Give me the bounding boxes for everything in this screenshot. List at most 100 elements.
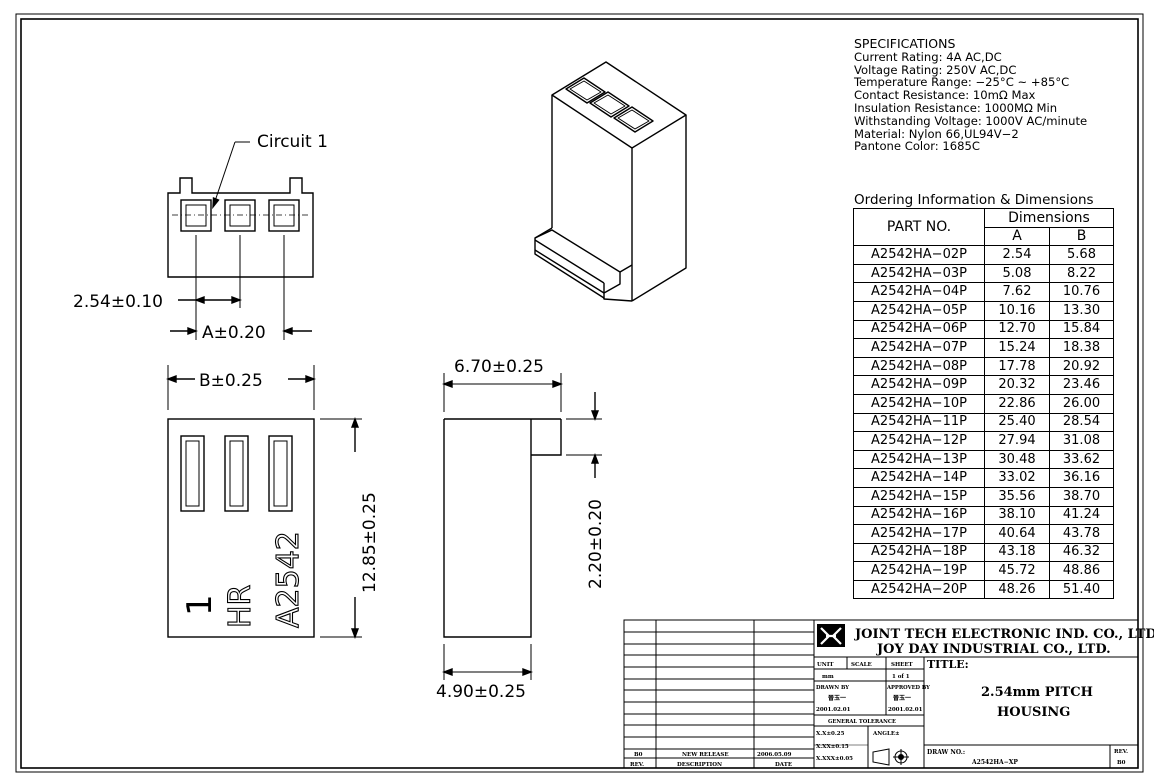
col-b: B <box>1049 226 1114 247</box>
dim-b-cell: 5.68 <box>1049 245 1114 265</box>
spec-line: Contact Resistance: 10mΩ Max <box>854 88 1036 103</box>
circuit-label: Circuit 1 <box>257 132 328 152</box>
drawn-date: 2001.02.01 <box>816 707 851 713</box>
height-dim-label: 12.85±0.25 <box>360 492 380 593</box>
title-line-1: 2.54mm PITCH <box>981 685 1093 700</box>
rev-header-date: DATE <box>775 762 792 768</box>
dim-a-cell: 15.24 <box>984 338 1050 358</box>
front-view <box>167 141 314 340</box>
spec-line: Current Rating: 4A AC,DC <box>854 49 1002 64</box>
part-no-cell: A2542HA−15P <box>853 486 985 507</box>
dim-b-cell: 18.38 <box>1049 338 1114 358</box>
dim-a-cell: 7.62 <box>984 282 1050 302</box>
dim-a-cell: 27.94 <box>984 431 1050 451</box>
a-dim-label: A±0.20 <box>202 323 266 343</box>
spec-line: Withstanding Voltage: 1000V AC/minute <box>854 113 1088 128</box>
dim-a-cell: 22.86 <box>984 393 1050 414</box>
dim-b-cell: 33.62 <box>1049 449 1114 470</box>
part-no-cell: A2542HA−12P <box>853 431 985 451</box>
outer-frame <box>15 13 1144 773</box>
dim-a-cell: 25.40 <box>984 412 1050 433</box>
dim-b-cell: 15.84 <box>1049 319 1114 340</box>
drawno-value: A2542HA−XP <box>971 759 1018 766</box>
dim-a-cell: 12.70 <box>984 319 1050 340</box>
dim-b-cell: 41.24 <box>1049 505 1114 526</box>
dim-b-cell: 48.86 <box>1049 561 1114 581</box>
dim-b-cell: 46.32 <box>1049 542 1114 563</box>
specifications-block: SPECIFICATIONS Current Rating: 4A AC,DC … <box>854 36 1088 154</box>
part-no-cell: A2542HA−08P <box>853 356 985 377</box>
angle-label: ANGLE± <box>872 731 900 737</box>
tolerance-2: X.XX±0.15 <box>816 744 849 750</box>
part-no-cell: A2542HA−05P <box>853 300 985 321</box>
dim-a-cell: 20.32 <box>984 375 1050 395</box>
title-block-grid <box>623 619 1139 769</box>
dim-a-cell: 10.16 <box>984 300 1050 321</box>
part-no-cell: A2542HA−11P <box>853 412 985 433</box>
brand-marking: HR <box>223 585 258 628</box>
part-no-cell: A2542HA−17P <box>853 524 985 544</box>
dim-b-cell: 38.70 <box>1049 486 1114 507</box>
b-dim-label: B±0.25 <box>199 371 263 391</box>
dim-a-cell: 33.02 <box>984 468 1050 488</box>
rev-row-desc: NEW RELEASE <box>682 752 729 758</box>
drawn-by-label: DRAWN BY <box>816 685 849 691</box>
company-name-1: JOINT TECH ELECTRONIC IND. CO., LTD. <box>854 627 1154 642</box>
ordering-title: Ordering Information & Dimensions <box>854 192 1094 208</box>
dim-a-cell: 17.78 <box>984 356 1050 377</box>
model-marking: A2542 <box>271 531 306 628</box>
approved-by-label: APPROVED BY <box>886 685 930 691</box>
dim-a-cell: 40.64 <box>984 524 1050 544</box>
side-view <box>442 373 602 680</box>
approved-date: 2001.02.01 <box>888 707 923 713</box>
part-no-cell: A2542HA−09P <box>853 375 985 395</box>
projection-symbol-icon <box>872 748 909 766</box>
unit-label: UNIT <box>817 662 834 668</box>
isometric-view <box>534 61 687 302</box>
part-no-cell: A2542HA−18P <box>853 542 985 563</box>
spec-line: Temperature Range: −25°C ~ +85°C <box>854 75 1070 90</box>
col-part-no: PART NO. <box>853 207 985 247</box>
pin-one-marking: 1 <box>180 594 220 616</box>
dim-a-cell: 30.48 <box>984 449 1050 470</box>
rev-row-date: 2006.05.09 <box>757 752 792 758</box>
sheet-value: 1 of 1 <box>892 674 910 680</box>
dim-b-cell: 13.30 <box>1049 300 1114 321</box>
part-no-cell: A2542HA−14P <box>853 468 985 488</box>
part-no-cell: A2542HA−10P <box>853 393 985 414</box>
unit-value: mm <box>822 674 834 680</box>
dim-a-cell: 43.18 <box>984 542 1050 563</box>
drawno-label: DRAW NO.: <box>927 749 965 756</box>
dim-b-cell: 8.22 <box>1049 263 1114 284</box>
dim-b-cell: 10.76 <box>1049 282 1114 302</box>
spec-heading: SPECIFICATIONS <box>854 36 956 51</box>
tolerance-label: GENERAL TOLERANCE <box>828 719 896 725</box>
dim-b-cell: 36.16 <box>1049 468 1114 488</box>
dim-a-cell: 38.10 <box>984 505 1050 526</box>
dim-b-cell: 43.78 <box>1049 524 1114 544</box>
dim-a-cell: 48.26 <box>984 579 1050 600</box>
side-bottom-label: 4.90±0.25 <box>436 682 526 702</box>
part-no-cell: A2542HA−07P <box>853 338 985 358</box>
side-step-label: 2.20±0.20 <box>586 499 606 589</box>
tolerance-3: X.XXX±0.05 <box>816 756 853 762</box>
spec-line: Pantone Color: 1685C <box>854 139 980 154</box>
spec-line: Material: Nylon 66,UL94V−2 <box>854 126 1019 141</box>
top-view <box>166 365 362 639</box>
spec-line: Voltage Rating: 250V AC,DC <box>854 62 1017 77</box>
side-width-label: 6.70±0.25 <box>454 357 544 377</box>
part-no-cell: A2542HA−02P <box>853 245 985 265</box>
